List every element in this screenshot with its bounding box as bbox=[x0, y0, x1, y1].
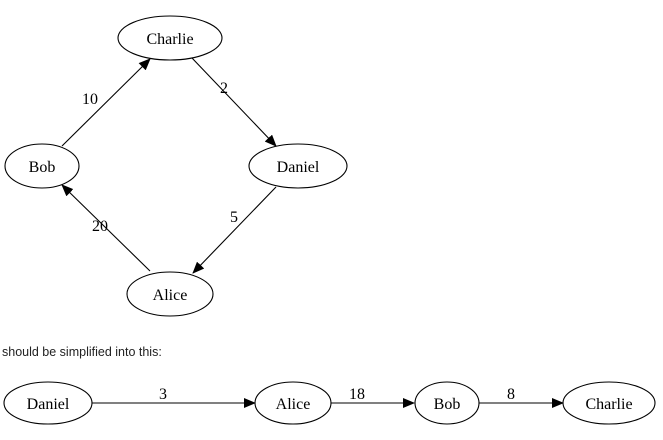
edge-weight-bob-charlie-simplified: 8 bbox=[507, 386, 515, 403]
edge-weight-alice-bob-simplified: 18 bbox=[349, 386, 365, 403]
node-alice: Alice bbox=[126, 271, 214, 317]
node-label-charlie-simplified: Charlie bbox=[585, 396, 632, 413]
node-label-alice: Alice bbox=[153, 287, 188, 304]
edge-charlie-daniel bbox=[191, 57, 277, 147]
node-label-bob: Bob bbox=[29, 159, 56, 176]
node-bob: Bob bbox=[4, 143, 80, 189]
node-daniel: Daniel bbox=[248, 143, 348, 189]
edge-bob-charlie bbox=[61, 58, 151, 147]
node-label-daniel: Daniel bbox=[277, 159, 320, 176]
top-graph: 10 2 5 20 Charlie Bob Daniel Alice bbox=[4, 15, 348, 317]
edge-weight-daniel-alice-simplified: 3 bbox=[159, 386, 167, 403]
caption-text: should be simplified into this: bbox=[2, 345, 162, 359]
edge-weight-daniel-alice: 5 bbox=[230, 209, 238, 226]
node-charlie: Charlie bbox=[117, 15, 223, 61]
edge-alice-bob bbox=[61, 184, 151, 272]
edge-weight-alice-bob: 20 bbox=[92, 218, 108, 235]
edge-weight-charlie-daniel: 2 bbox=[220, 80, 228, 97]
node-bob-simplified: Bob bbox=[414, 381, 480, 425]
node-label-alice-simplified: Alice bbox=[276, 396, 311, 413]
edge-weight-bob-charlie: 10 bbox=[82, 91, 98, 108]
bottom-graph: 3 18 8 Daniel Alice Bob Charlie bbox=[3, 381, 656, 425]
node-label-daniel-simplified: Daniel bbox=[27, 396, 70, 413]
node-alice-simplified: Alice bbox=[254, 381, 332, 425]
edge-daniel-alice bbox=[192, 186, 277, 274]
node-charlie-simplified: Charlie bbox=[562, 381, 656, 425]
node-label-bob-simplified: Bob bbox=[434, 396, 461, 413]
node-label-charlie: Charlie bbox=[146, 31, 193, 48]
node-daniel-simplified: Daniel bbox=[3, 381, 93, 425]
